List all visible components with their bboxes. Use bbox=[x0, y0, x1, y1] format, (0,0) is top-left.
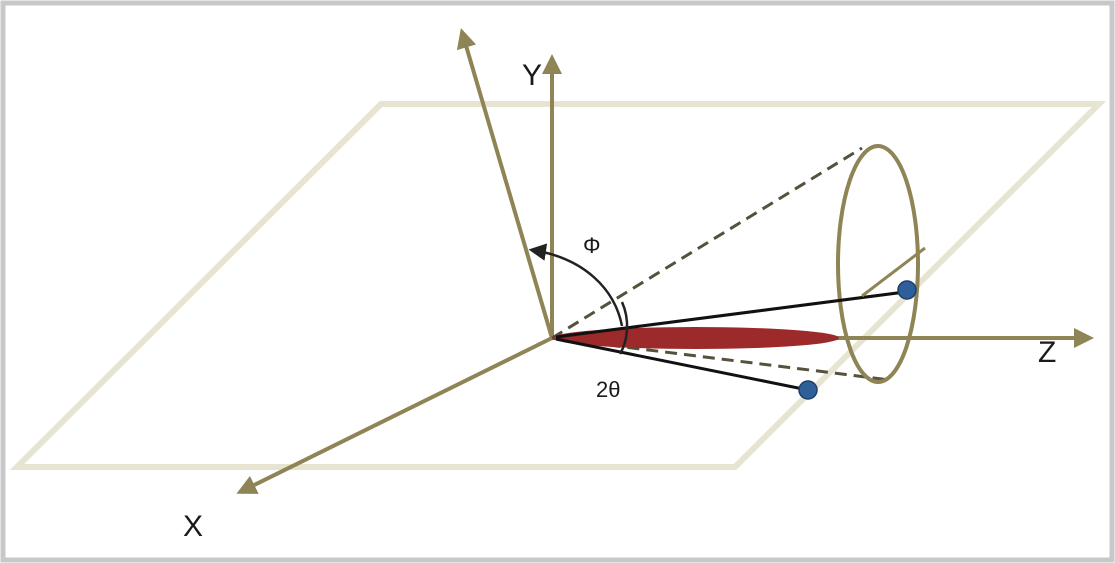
x-axis bbox=[236, 336, 553, 494]
two-theta-angle-arc bbox=[618, 301, 629, 355]
tilted-axis bbox=[456, 28, 554, 339]
detector-point-lower bbox=[798, 380, 818, 400]
cone-base-ring bbox=[836, 144, 920, 384]
x-axis-label: X bbox=[183, 510, 203, 543]
diffracted-ray-upper bbox=[555, 290, 906, 339]
sample-plane bbox=[9, 101, 1107, 470]
z-axis-label: Z bbox=[1038, 336, 1056, 369]
phi-angle-arc bbox=[528, 243, 624, 327]
detector-line bbox=[861, 246, 926, 298]
diffracted-ray-lower bbox=[555, 337, 809, 392]
cone-upper-dashed-line bbox=[551, 146, 863, 340]
detector-point-upper bbox=[897, 280, 917, 300]
y-axis-label: Y bbox=[522, 59, 542, 92]
two-theta-label: 2θ bbox=[596, 377, 620, 402]
phi-label: Φ bbox=[583, 233, 601, 258]
